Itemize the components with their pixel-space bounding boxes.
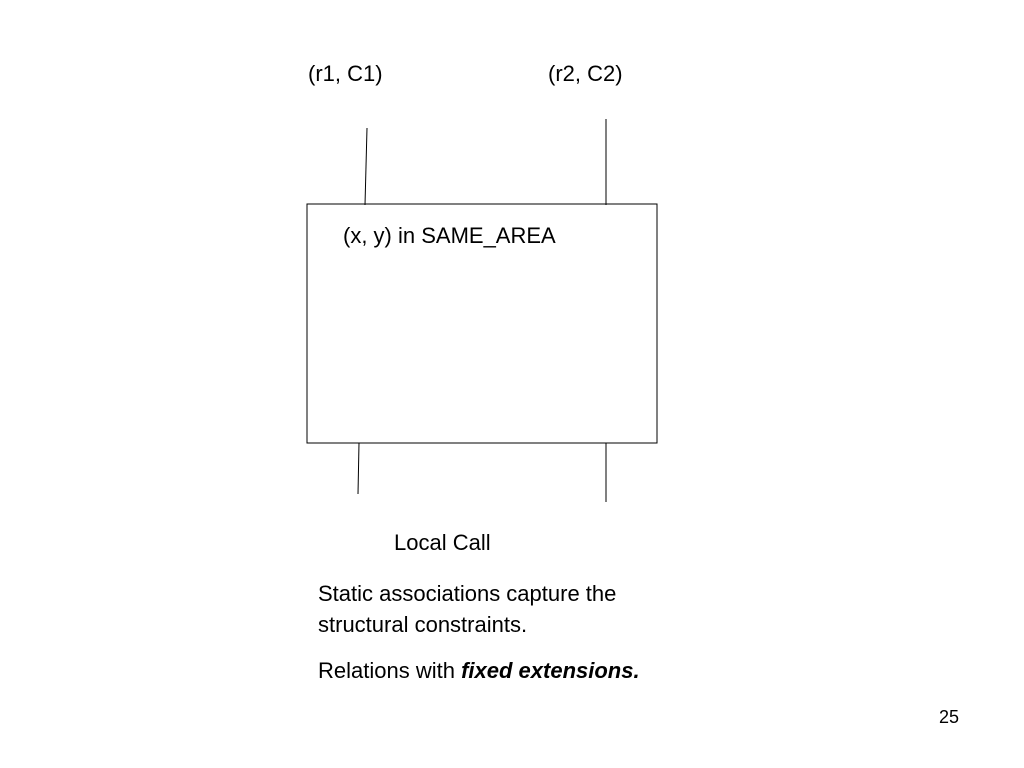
connector-bottom-left <box>357 442 360 495</box>
page-number: 25 <box>939 707 960 727</box>
note-static-associations: Static associations capture the structur… <box>318 578 616 640</box>
area-box <box>306 203 658 444</box>
port-label-r1-c1: (r1, C1) <box>308 61 383 86</box>
diagram-caption: Local Call <box>394 530 491 555</box>
note-line-2: structural constraints. <box>318 612 528 637</box>
connector-top-left <box>364 127 368 206</box>
port-label-r2-c2: (r2, C2) <box>548 61 623 86</box>
box-label: (x, y) in SAME_AREA <box>343 223 556 248</box>
note-line-1: Static associations capture the <box>318 581 617 606</box>
relations-prefix: Relations with <box>318 658 462 683</box>
relations-emphasis: fixed extensions. <box>461 658 640 683</box>
note-relations: Relations with fixed extensions. <box>318 655 640 686</box>
